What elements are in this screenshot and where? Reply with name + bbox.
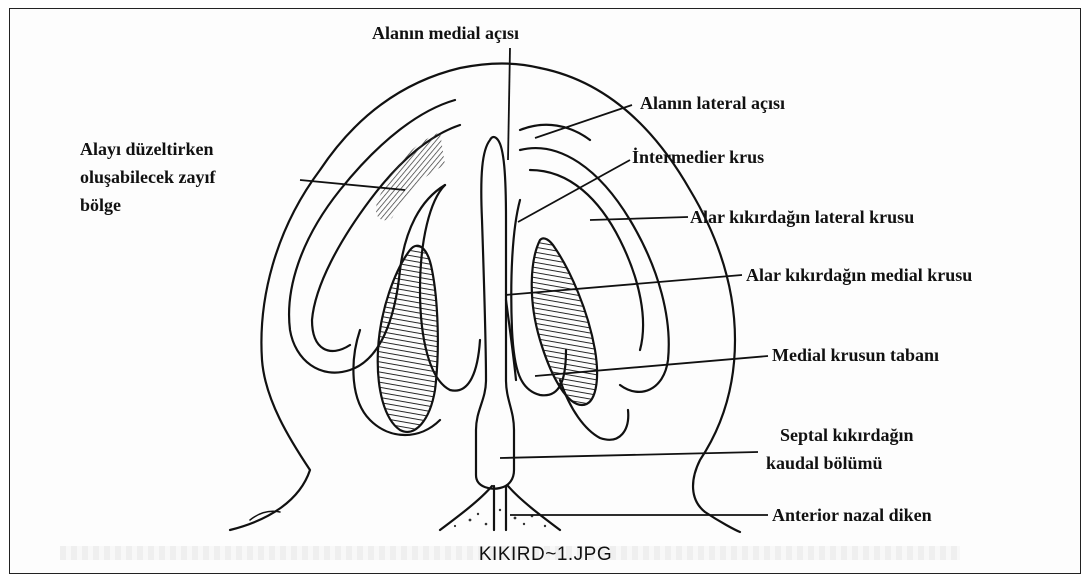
label-medial-crus-base: Medial krusun tabanı: [772, 344, 939, 366]
leader-lateral-crus: [590, 217, 688, 220]
nasal-spine: [440, 486, 560, 530]
right-nostril: [532, 238, 597, 405]
label-weak-zone-1: Alayı düzeltirken: [80, 138, 214, 160]
label-septal-2: kaudal bölümü: [766, 452, 883, 474]
label-septal-1: Septal kıkırdağın: [780, 424, 914, 446]
label-weak-zone-3: bölge: [80, 194, 121, 216]
left-nostril: [378, 246, 438, 432]
label-intermediate-crus: İntermedier krus: [632, 146, 764, 168]
label-weak-zone-2: oluşabilecek zayıf: [80, 166, 216, 188]
label-medial-crus: Alar kıkırdağın medial krusu: [746, 264, 972, 286]
image-caption: KIKIRD~1.JPG: [0, 544, 1091, 566]
label-lateral-crus: Alar kıkırdağın lateral krusu: [690, 206, 914, 228]
leader-septal: [500, 452, 758, 458]
label-anterior-spine: Anterior nazal diken: [772, 504, 932, 526]
label-medial-angle: Alanın medial açısı: [372, 22, 519, 44]
weak-zone-hatch: [376, 132, 445, 220]
spine-stipple: [454, 509, 546, 527]
leader-lateral-angle: [535, 105, 632, 138]
nose-outline-left: [230, 64, 540, 531]
label-lateral-angle: Alanın lateral açısı: [640, 92, 785, 114]
